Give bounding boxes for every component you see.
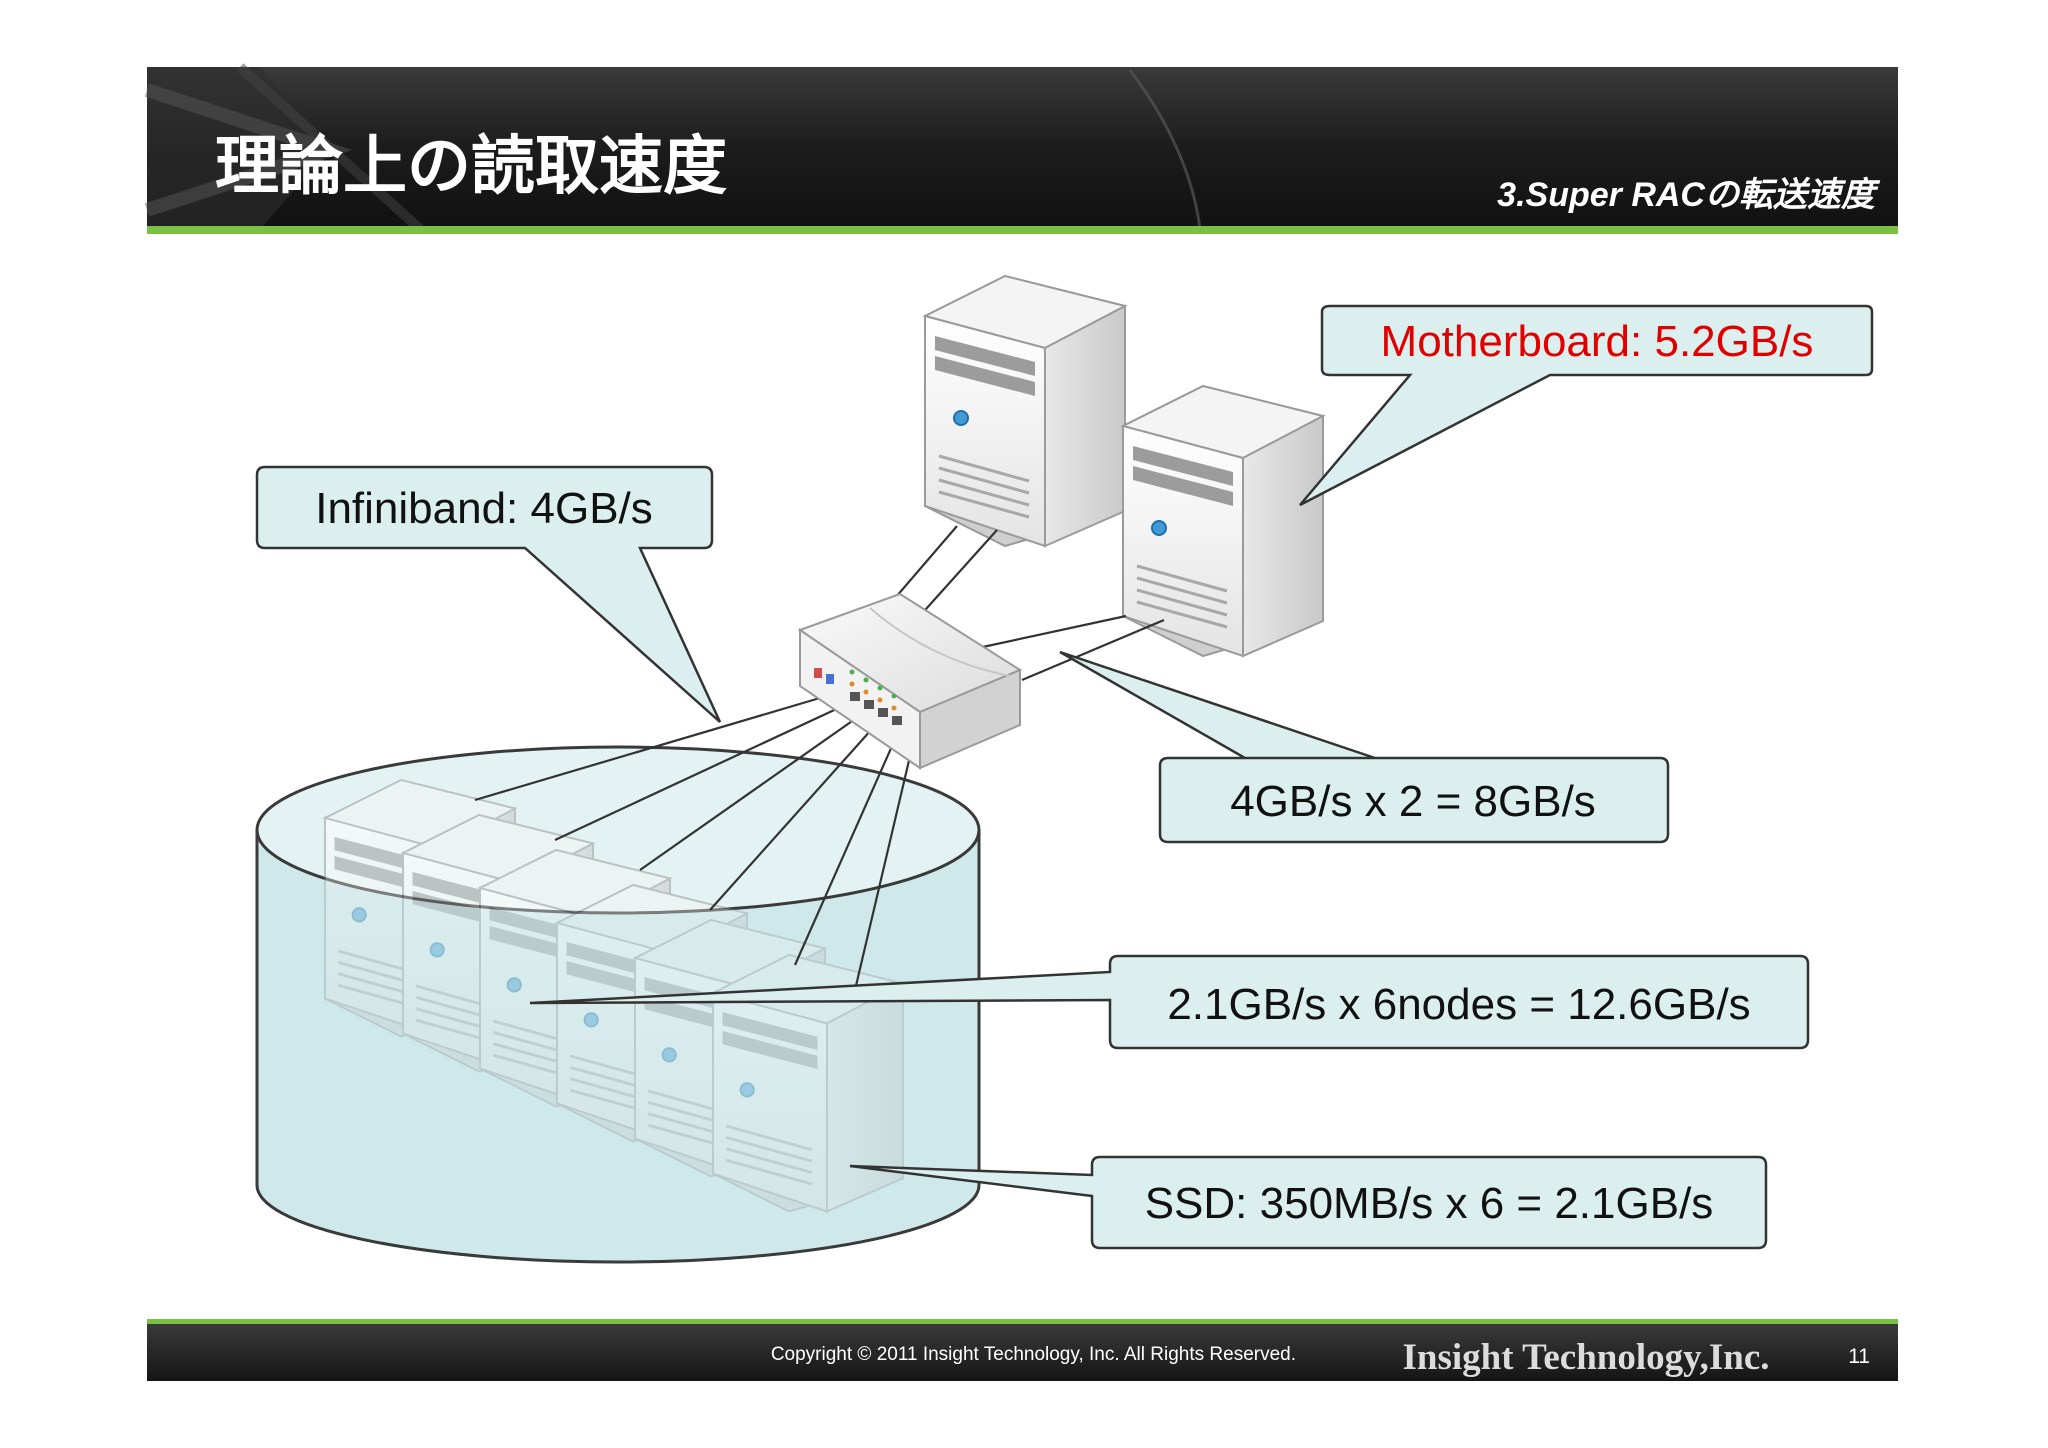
ssd-total-label: SSD: 350MB/s x 6 = 2.1GB/s: [1145, 1179, 1714, 1228]
footer-bar: [147, 1319, 1898, 1381]
network-switch-icon: [797, 592, 1023, 770]
callout-nodes-total: 2.1GB/s x 6nodes = 12.6GB/s: [529, 954, 1810, 1050]
header-bar: [144, 63, 1898, 234]
server-tower-icon: [923, 274, 1127, 548]
nodes-total-label: 2.1GB/s x 6nodes = 12.6GB/s: [1167, 980, 1750, 1029]
callout-motherboard: Motherboard: 5.2GB/s: [1299, 304, 1874, 507]
network-cables: [474, 525, 1165, 991]
link-total-label: 4GB/s x 2 = 8GB/s: [1230, 777, 1596, 826]
infiniband-speed-label: Infiniband: 4GB/s: [315, 484, 653, 533]
callout-infiniband: Infiniband: 4GB/s: [255, 465, 722, 723]
copyright-text: Copyright © 2011 Insight Technology, Inc…: [771, 1344, 1296, 1365]
callout-ssd-total: SSD: 350MB/s x 6 = 2.1GB/s: [849, 1155, 1768, 1250]
callout-link-total: 4GB/s x 2 = 8GB/s: [1059, 650, 1670, 844]
section-subtitle: 3.Super RACの転送速度: [1497, 176, 1881, 214]
page-title: 理論上の読取速度: [215, 130, 727, 204]
company-logo: Insight Technology,Inc.: [1402, 1337, 1769, 1378]
server-tower-icon: [1121, 384, 1325, 658]
page-number: 11: [1848, 1345, 1870, 1368]
motherboard-speed-label: Motherboard: 5.2GB/s: [1381, 317, 1814, 366]
